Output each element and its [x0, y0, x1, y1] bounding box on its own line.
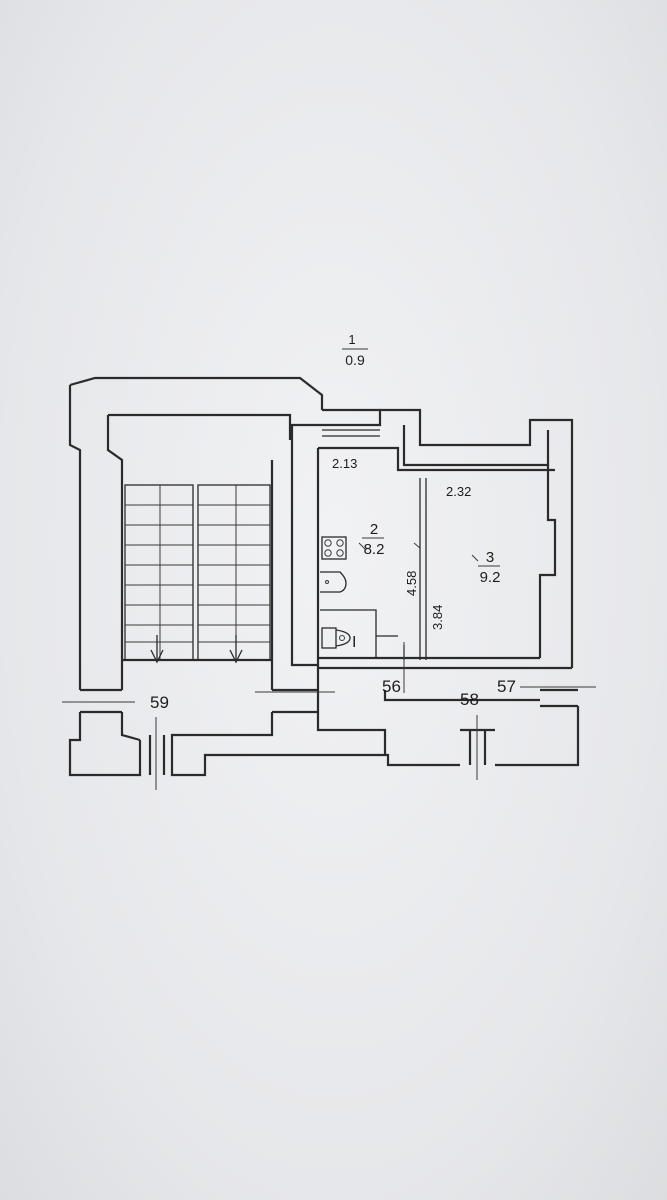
dimension-label: 2.32: [446, 484, 471, 499]
stair-flight-right: [197, 484, 271, 661]
unit-number-label: 57: [497, 677, 516, 696]
unit-number-label: 58: [460, 690, 479, 709]
apartment-walls: [290, 408, 580, 767]
stair-flight-left: [124, 484, 194, 661]
unit-number-label: 59: [150, 693, 169, 712]
fixture-mark: I: [352, 634, 356, 651]
unit-number-label: 56: [382, 677, 401, 696]
dimension-label: 4.58: [404, 571, 419, 596]
room-2-area: 8.2: [364, 541, 385, 558]
sink-icon: [320, 571, 347, 593]
dimension-ticks: [358, 542, 479, 562]
bathroom-partition: [320, 609, 405, 660]
top-label-value: 0.9: [345, 352, 365, 368]
stair-arrow-left: [150, 635, 164, 664]
top-label-number: 1: [348, 332, 355, 347]
room-3-area: 9.2: [480, 569, 501, 586]
dimension-label: 2.13: [332, 456, 357, 471]
stair-arrow-right: [229, 635, 243, 664]
window-markers: [62, 642, 596, 790]
toilet-icon: [321, 627, 351, 649]
stairwell-walls: [68, 376, 460, 777]
room-3-number: 3: [486, 549, 494, 566]
dimension-label: 3.84: [430, 605, 445, 630]
stove-icon: [321, 536, 347, 560]
room-2-number: 2: [370, 521, 378, 538]
